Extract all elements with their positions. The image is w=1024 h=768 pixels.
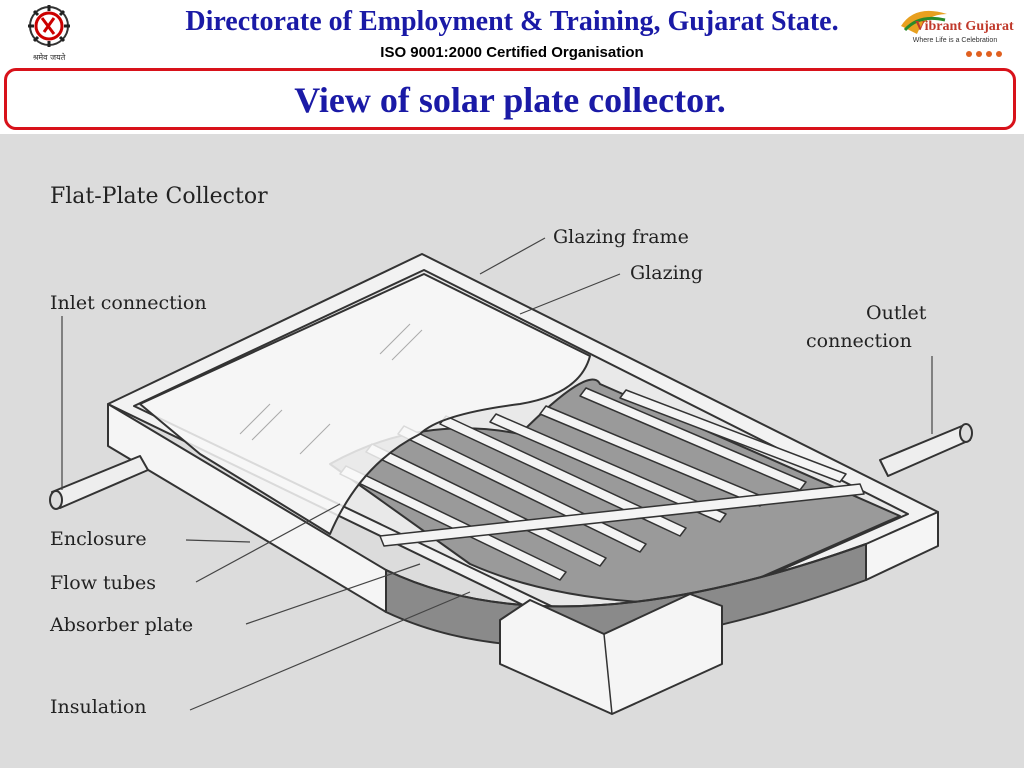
label-inlet-connection: Inlet connection (50, 292, 207, 314)
label-glazing-frame: Glazing frame (553, 226, 689, 248)
header: श्रमेव जयते Directorate of Employment & … (0, 0, 1024, 66)
label-insulation: Insulation (50, 696, 147, 718)
slide-title: View of solar plate collector. (294, 80, 726, 120)
label-outlet: Outlet (866, 302, 927, 324)
slide-title-banner: View of solar plate collector. (4, 68, 1016, 130)
corner-piece-shape (499, 593, 723, 715)
header-subtitle: ISO 9001:2000 Certified Organisation (380, 44, 644, 61)
inlet-pipe-shape (49, 455, 149, 510)
label-connection: connection (806, 330, 912, 352)
label-glazing: Glazing (630, 262, 704, 284)
flat-plate-collector-diagram: Flat-Plate Collector Glazing frame Glazi… (0, 134, 1024, 768)
label-flow-tubes: Flow tubes (50, 572, 157, 594)
emblem-logo: श्रमेव जयते (28, 5, 70, 62)
svg-text:श्रमेव जयते: श्रमेव जयते (33, 52, 66, 62)
header-title: Directorate of Employment & Training, Gu… (185, 6, 839, 37)
collector-illustration (49, 237, 973, 715)
outlet-pipe-shape (879, 423, 973, 477)
glazing-shape (139, 273, 591, 535)
label-absorber-plate: Absorber plate (50, 614, 194, 636)
svg-text:Where Life is a Celebration: Where Life is a Celebration (913, 37, 998, 44)
diagram-title: Flat-Plate Collector (50, 184, 268, 209)
label-enclosure: Enclosure (50, 528, 147, 550)
vibrant-gujarat-logo: Vibrant Gujarat Where Life is a Celebrat… (901, 10, 1014, 57)
svg-text:Vibrant Gujarat: Vibrant Gujarat (915, 19, 1014, 34)
